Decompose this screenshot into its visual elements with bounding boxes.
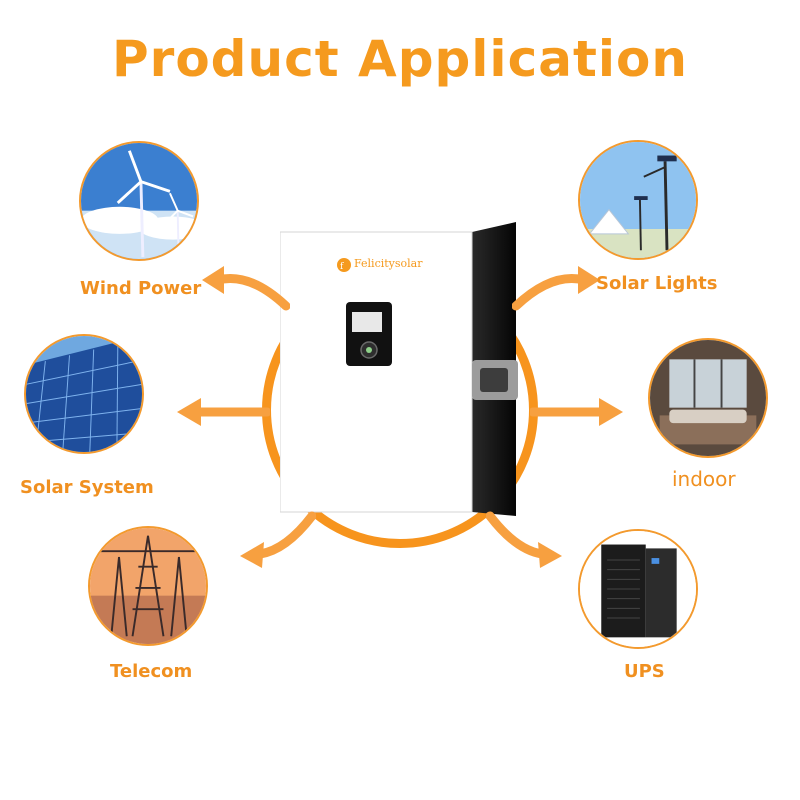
solar-system-image [24,334,144,454]
solar-system-label: Solar System [20,477,154,498]
arrow-indoor [530,398,623,426]
arrow-solar-system [177,398,270,426]
wind-power-image [79,141,199,261]
telecom-label: Telecom [110,661,193,682]
ups-label: UPS [624,661,665,682]
arrow-telecom [240,511,316,568]
indoor-label: indoor [672,467,736,491]
telecom-image [88,526,208,646]
battery-device: f Felicitysolar [279,220,520,520]
solar-lights-label: Solar Lights [596,273,718,294]
arrow-wind [202,266,290,311]
solar-lights-image [578,140,698,260]
page-title: Product Application [112,30,688,88]
arrow-ups [486,511,562,568]
ups-image [578,529,698,649]
indoor-image [648,338,768,458]
arrow-solar-lights [512,266,600,311]
svg-text:f: f [340,262,344,272]
wind-power-label: Wind Power [80,278,202,299]
device-brand-label: Felicitysolar [354,257,423,270]
